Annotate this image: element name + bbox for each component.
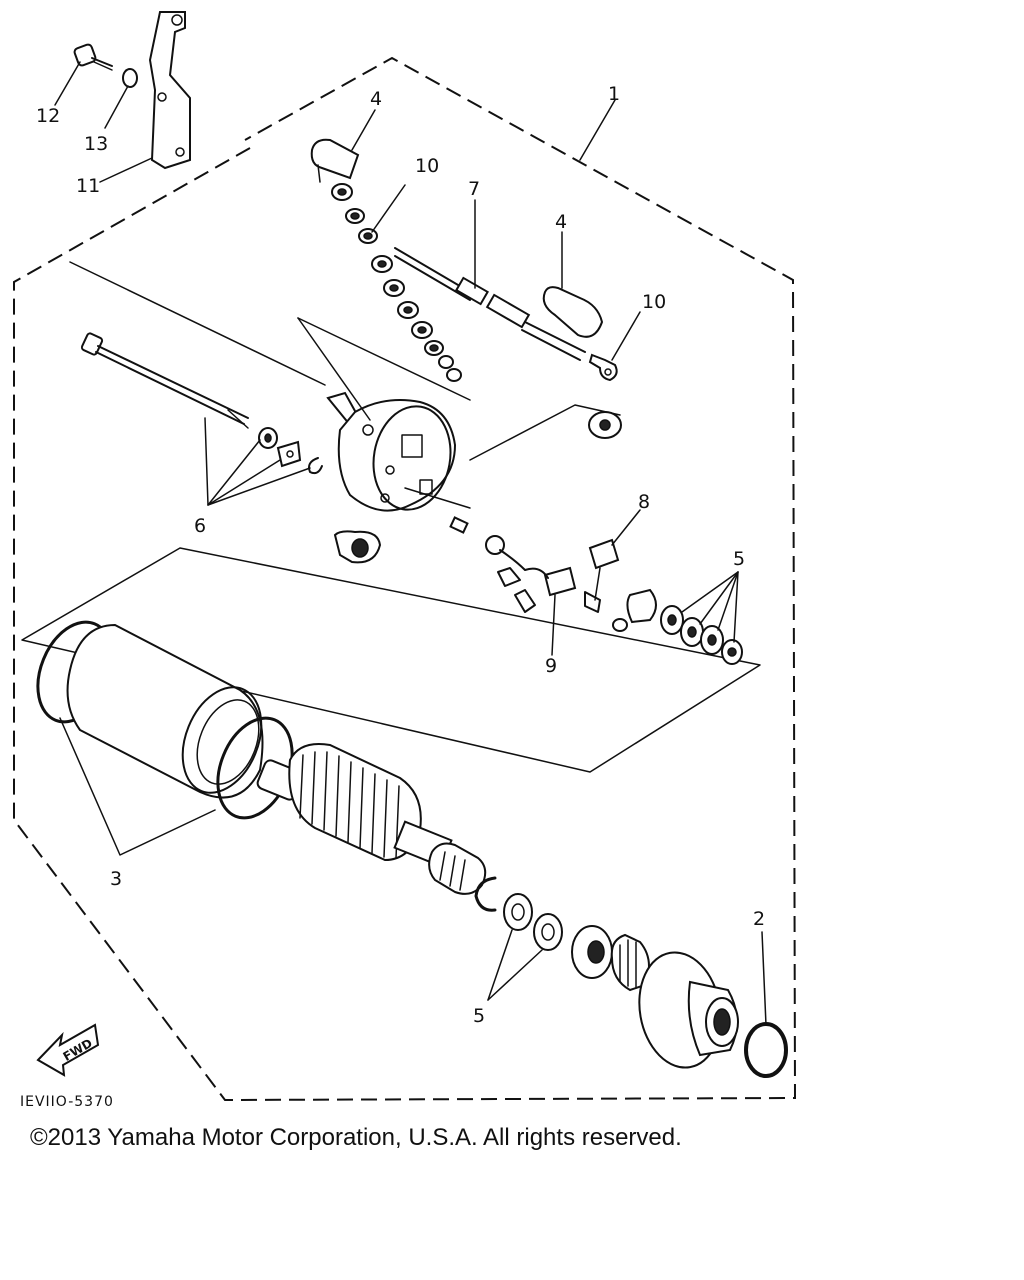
bolt-12 xyxy=(73,43,113,71)
leader-6c xyxy=(207,467,311,506)
leader-6-bolt xyxy=(204,417,209,506)
leader-4-upper xyxy=(351,109,376,151)
callout-7: 7 xyxy=(468,178,480,200)
assembly-boundary xyxy=(13,56,797,1102)
brush-8 xyxy=(588,538,620,601)
rear-cover xyxy=(326,391,457,512)
brush-seal xyxy=(333,530,382,564)
terminal-10-lower xyxy=(588,353,618,382)
callout-5-upper: 5 xyxy=(733,548,745,570)
leader-8 xyxy=(611,509,641,546)
brush-9 xyxy=(543,566,577,597)
leader-3 xyxy=(59,717,216,856)
brush-leads xyxy=(485,535,628,632)
figure-code: IEVIIO-5370 xyxy=(20,1094,114,1110)
leader-pin-b xyxy=(297,317,471,401)
yoke-housing xyxy=(66,623,264,799)
cap-4-upper xyxy=(310,138,360,183)
through-bolt xyxy=(80,332,249,429)
spacer-5-upper xyxy=(626,588,743,665)
bushing xyxy=(588,411,622,439)
callout-8: 8 xyxy=(638,491,650,513)
callout-10-lower: 10 xyxy=(642,291,666,313)
leader-12 xyxy=(54,61,81,106)
circlip-6c xyxy=(308,457,323,475)
leader-10-lower xyxy=(611,311,641,361)
fwd-arrow-icon: FWD xyxy=(36,1023,100,1077)
leader-6 xyxy=(207,439,281,506)
leader-5-upper-c xyxy=(717,571,739,631)
washer-13 xyxy=(122,68,138,88)
washer-6a xyxy=(258,427,278,449)
copyright-notice: ©2013 Yamaha Motor Corporation, U.S.A. A… xyxy=(30,1124,682,1151)
callout-1: 1 xyxy=(608,83,620,105)
armature xyxy=(256,743,487,895)
brush-pins xyxy=(404,487,471,534)
plate-6b xyxy=(276,440,302,468)
callout-11: 11 xyxy=(76,175,100,197)
callout-4-lower: 4 xyxy=(555,211,567,233)
callout-13: 13 xyxy=(84,133,108,155)
yoke-group-frame xyxy=(21,547,761,773)
callout-6: 6 xyxy=(194,515,206,537)
leader-2 xyxy=(761,931,767,1026)
callout-9: 9 xyxy=(545,655,557,677)
leader-5-upper-b xyxy=(699,571,739,625)
washer-5-lower-a xyxy=(503,893,533,931)
cap-4-lower xyxy=(542,286,604,338)
lead-wire-7 xyxy=(394,247,586,361)
leader-1 xyxy=(579,99,616,161)
callout-2: 2 xyxy=(753,908,765,930)
leader-9 xyxy=(551,594,556,656)
washer-5-lower-b xyxy=(533,913,563,951)
callout-12: 12 xyxy=(36,105,60,127)
callout-10-upper: 10 xyxy=(415,155,439,177)
needle-bearing xyxy=(610,933,650,992)
leader-5-lower-a xyxy=(487,929,513,1001)
callout-5-lower: 5 xyxy=(473,1005,485,1027)
front-cover xyxy=(638,951,739,1069)
leader-5-lower-b xyxy=(487,949,543,1001)
starter-motor-exploded-diagram: FWD 1 2 3 4 4 5 5 6 7 8 9 10 10 11 12 13… xyxy=(13,11,797,1110)
leader-13 xyxy=(104,85,129,129)
leader-5-upper-a xyxy=(681,571,739,613)
leader-5-upper-d xyxy=(733,571,739,643)
callout-4-upper: 4 xyxy=(370,88,382,110)
callout-3: 3 xyxy=(110,868,122,890)
bearing xyxy=(571,925,613,979)
leader-11 xyxy=(99,157,153,183)
brush-group-frame xyxy=(69,261,326,386)
bracket-11 xyxy=(148,11,191,170)
oring-2 xyxy=(744,1022,788,1078)
leader-pin-a xyxy=(297,317,371,421)
leader-10-upper xyxy=(371,184,406,233)
circlip-front xyxy=(474,876,497,912)
